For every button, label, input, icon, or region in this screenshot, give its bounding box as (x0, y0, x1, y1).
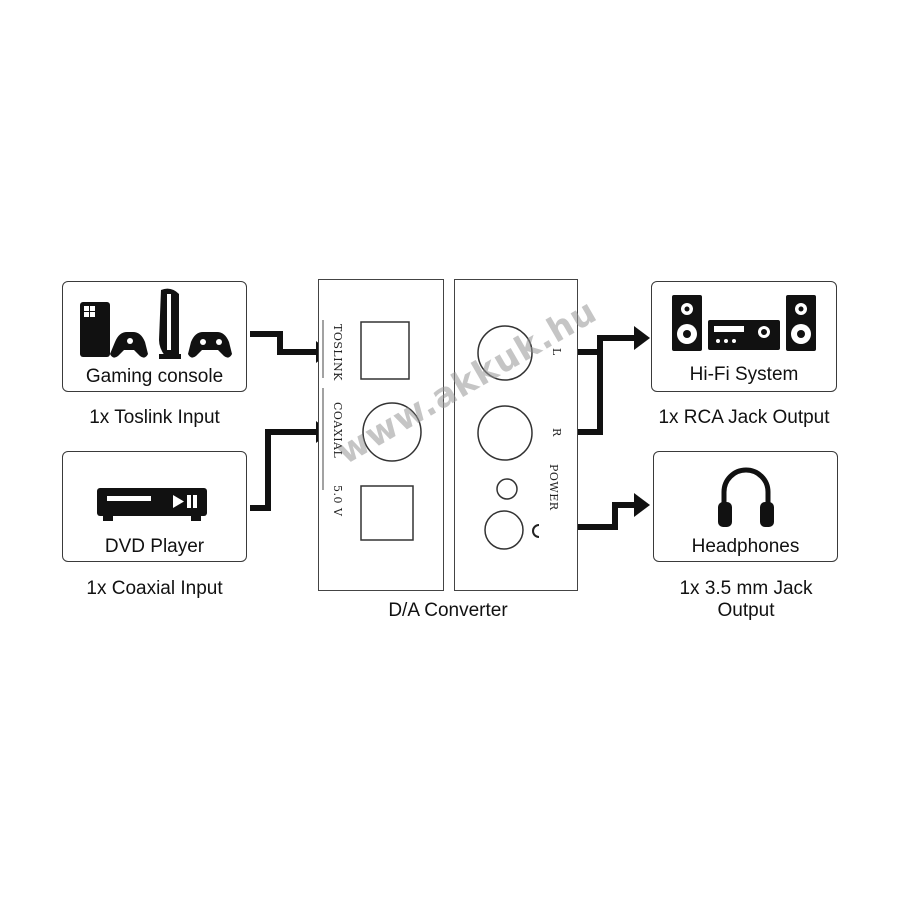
headphone-jack-port (484, 510, 524, 550)
headphones-box: Headphones (653, 451, 838, 562)
rca-output-caption: 1x RCA Jack Output (658, 407, 830, 428)
voltage-label: 5.0 V (331, 485, 344, 517)
toslink-port-label: TOSLINK (331, 324, 344, 381)
headphones-arrow-head (634, 493, 650, 517)
coaxial-input-caption: 1x Coaxial Input (86, 578, 223, 599)
converter-output-panel: L R POWER (454, 279, 578, 591)
jack-output-caption-line1: 1x 3.5 mm Jack (679, 578, 813, 599)
toslink-cable-line (250, 331, 316, 355)
coaxial-port (362, 402, 422, 462)
coaxial-port-label: COAXIAL (331, 402, 344, 459)
rca-left-port (477, 325, 533, 381)
headphone-cable-line (563, 502, 636, 530)
toslink-input-caption: 1x Toslink Input (89, 407, 220, 428)
gaming-console-label: Gaming console (85, 366, 224, 387)
gaming-console-box: Gaming console (62, 281, 247, 392)
dvd-player-box: DVD Player (62, 451, 247, 562)
hifi-arrow-head (634, 326, 650, 350)
dvd-player-icon (97, 488, 207, 521)
power-led (496, 478, 518, 500)
power-label: POWER (547, 464, 560, 511)
rca-left-label: L (550, 348, 563, 356)
dvd-player-label: DVD Player (104, 536, 205, 557)
headphones-label: Headphones (691, 536, 800, 557)
converter-caption: D/A Converter (388, 600, 508, 621)
headphone-symbol-icon (532, 524, 540, 538)
rca-right-label: R (550, 428, 563, 437)
gaming-console-icon (80, 288, 232, 359)
toslink-port (360, 321, 410, 380)
power-input-port (360, 485, 414, 541)
headphones-icon (718, 467, 774, 527)
hifi-system-label: Hi-Fi System (689, 364, 799, 385)
jack-output-caption: 1x 3.5 mm Jack Output (636, 578, 856, 622)
coaxial-cable-line (250, 429, 316, 511)
rca-right-port (477, 405, 533, 461)
converter-input-panel: TOSLINK COAXIAL 5.0 V (318, 279, 444, 591)
jack-output-caption-line2: Output (717, 600, 775, 621)
hifi-system-icon (672, 295, 816, 351)
converter-output-ports (477, 325, 540, 550)
converter-input-ports (322, 320, 422, 541)
hifi-system-box: Hi-Fi System (651, 281, 837, 392)
